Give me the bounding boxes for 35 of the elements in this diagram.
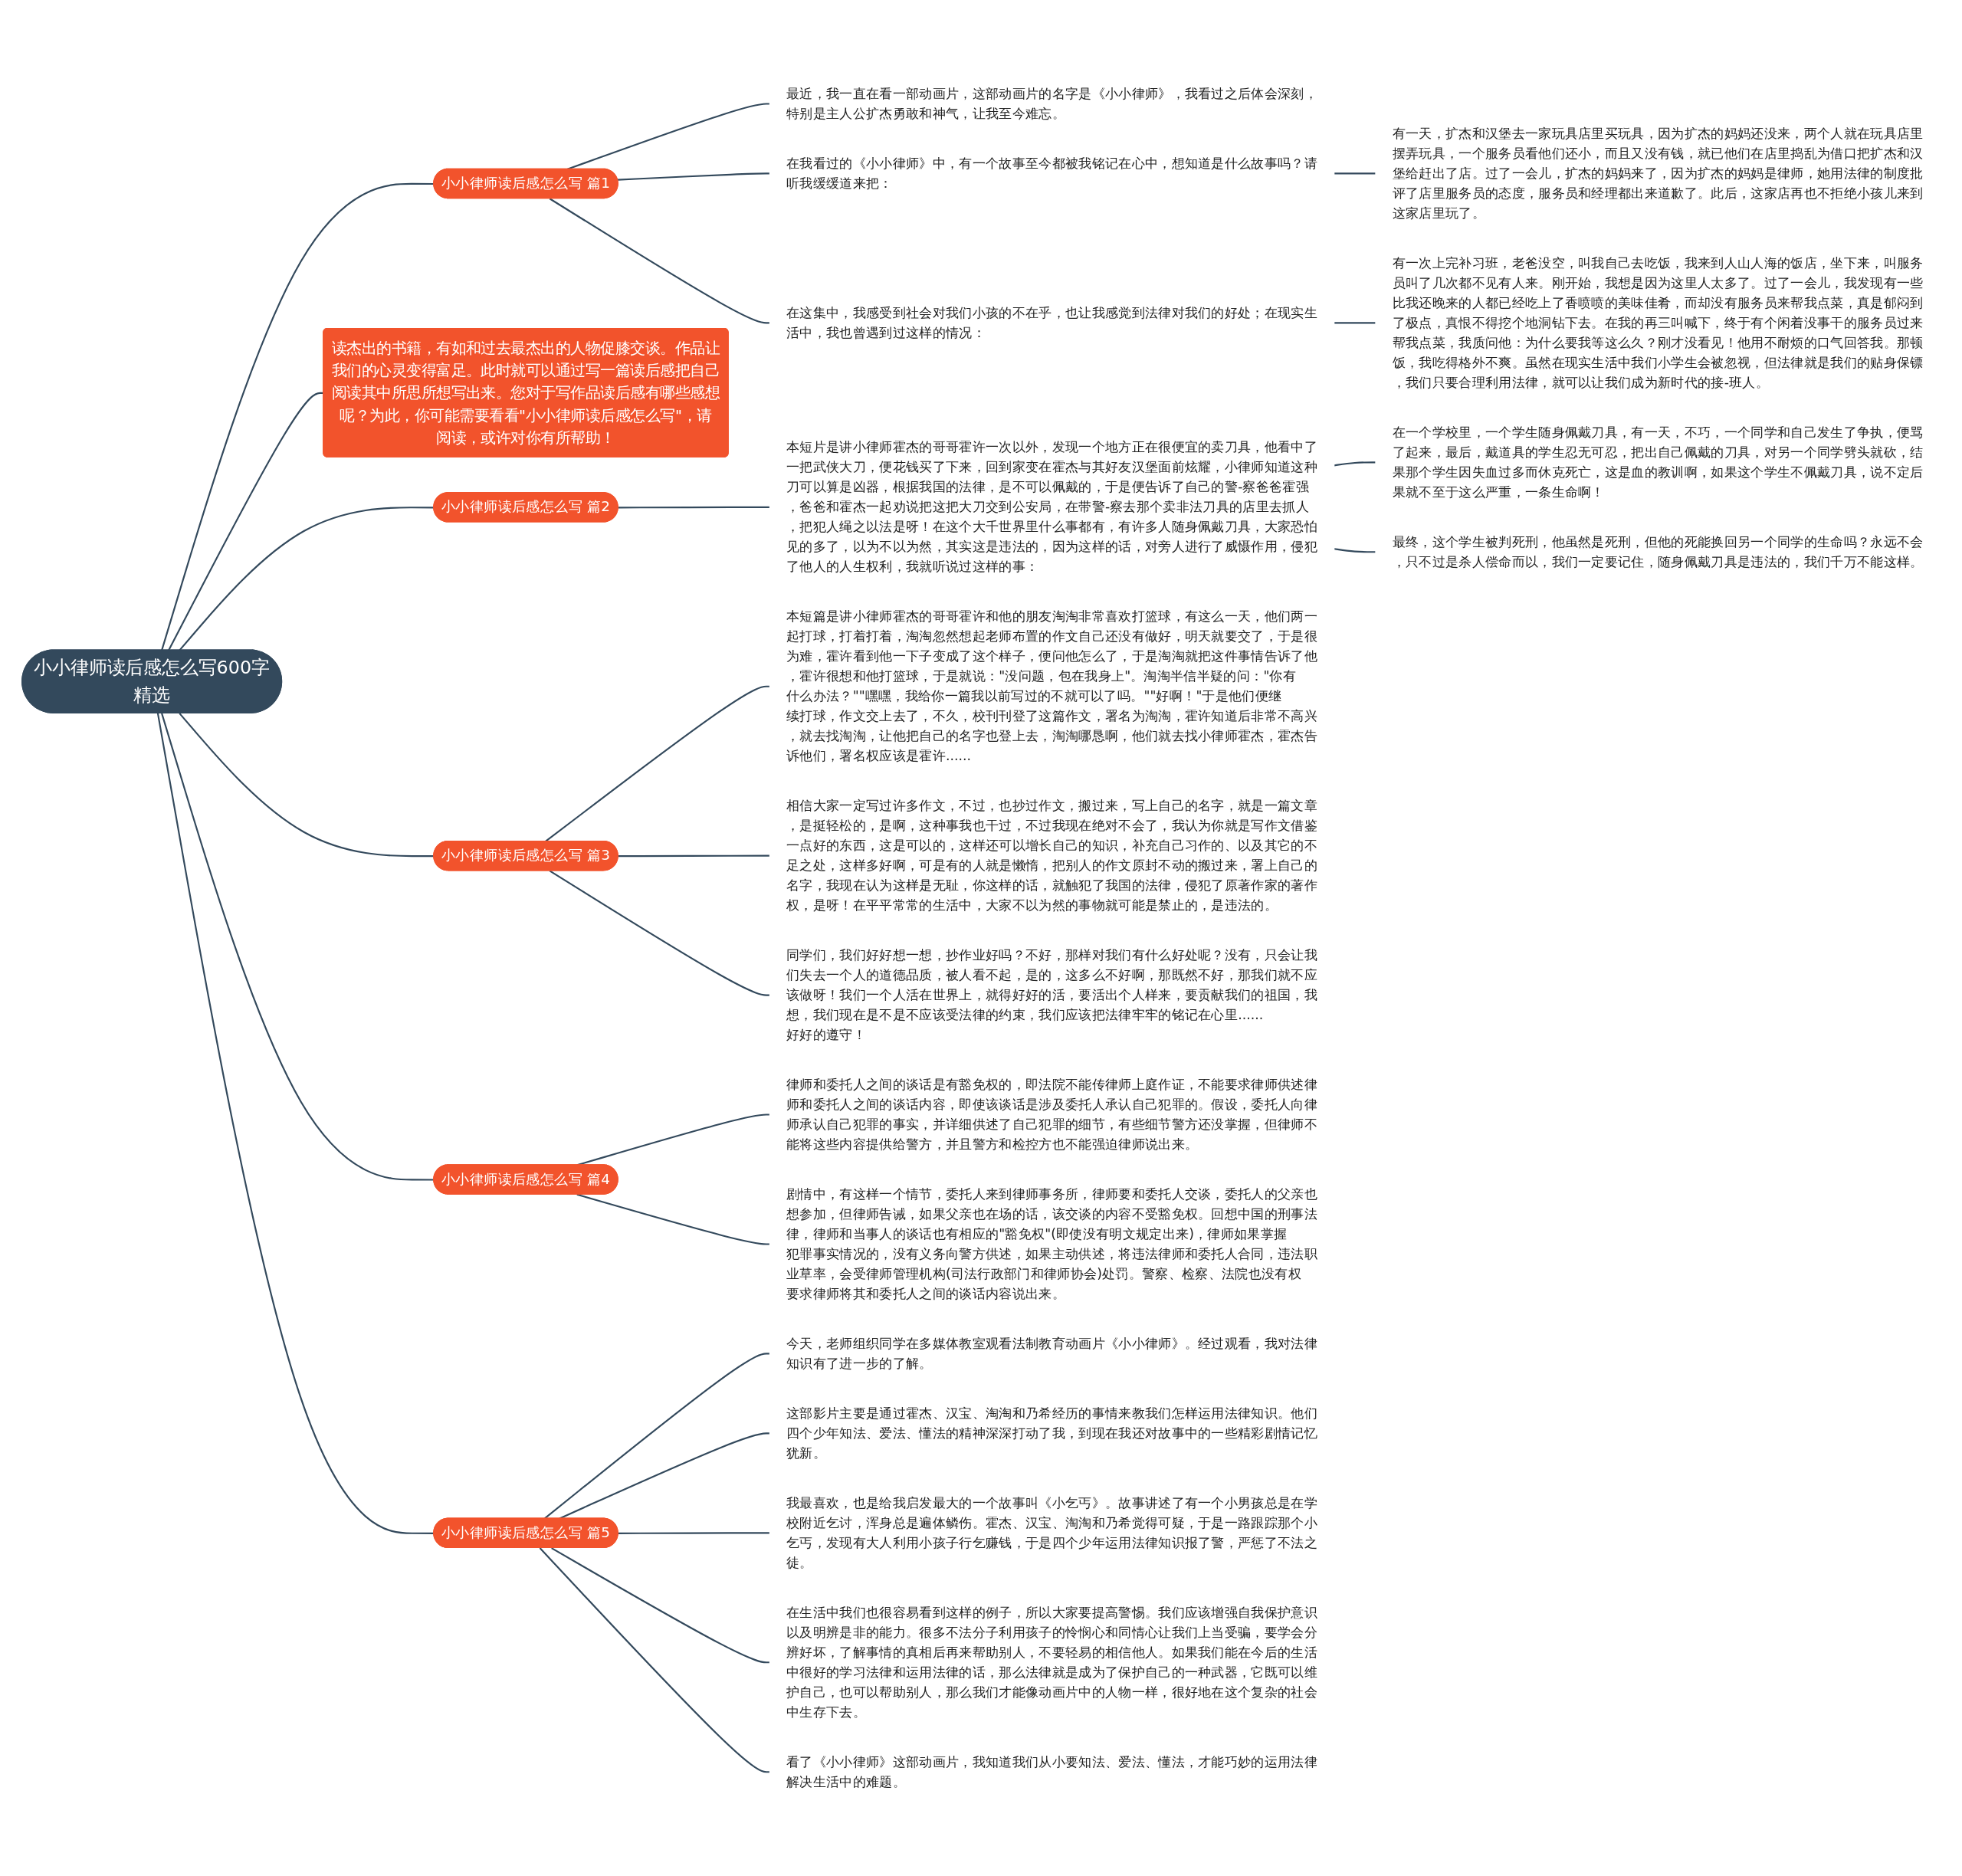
node-text: 本短篇是讲小律师霍杰的哥哥霍许和他的朋友淘淘非常喜欢打篮球，有这么一天，他们两一起打球，打着打着，淘淘忽然想起老师布置的作文自己还没有做好，明天就要交了，于是很为难，霍许看到他一下子变成了这个样子，便问他怎么了，于是淘淘就把这件事情告诉了他，霍许很想和他打篮球，于是就说："没问题，包在我身上"。淘淘半信半疑的问："你有什么办法？""嘿嘿，我给你一篇我以前写过的不就可以了吗。""好啊！"于是他们便继续打球，作文交上去了，不久，校刊刊登了这篇作文，署名为淘淘，霍许知道后非常不高兴，就去找淘淘，让他把自己的名字也登上去，淘淘哪恳啊，他们就去找小律师霍杰，霍杰告诉他们，署名权应该是霍许...... bbox=[786, 608, 1318, 764]
connector bbox=[1334, 548, 1376, 553]
node-text: 在生活中我们也很容易看到这样的例子，所以大家要提高警惕。我们应该增强自我保护意识以及明辨是非的能力。很多不法分子利用孩子的怜悯心和同情心让我们上当受骗，要学会分辨好坏，了解事情的真相后再来帮助别人，不要轻易的相信他人。如果我们能在今后的生活中很好的学习法律和运用法律的话，那么法律就是成为了保护自己的一种武器，它既可以维护自己，也可以帮助别人，那么我们才能像动画片中的人物一样，很好地在这个复杂的社会中生存下去。 bbox=[786, 1604, 1318, 1720]
connector bbox=[551, 1547, 770, 1664]
connector bbox=[1334, 322, 1376, 324]
node-text: 最近，我一直在看一部动画片，这部动画片的名字是《小小律师》，我看过之后体会深刻，特别是主人公扩杰勇敢和神气，让我至今难忘。 bbox=[786, 85, 1318, 122]
connector bbox=[1334, 461, 1376, 467]
node-text: 有一次上完补习班，老爸没空，叫我自己去吃饭，我来到人山人海的饭店，坐下来，叫服务员叫了几次都不见有人来。刚开始，我想是因为这里人太多了。过了一会儿，我发现有一些比我还晚来的人都已经吃上了香喷喷的美味佳肴，而却没有服务员来帮我点菜，真是郁闷到了极点，真恨不得挖个地洞钻下去。在我的再三叫喊下，终于有个闲着没事干的服务员过来帮我点菜，我质问他：为什么要我等这么久？刚才没看见！他用不耐烦的口气回答我。那顿饭，我吃得格外不爽。虽然在现实生活中我们小学生会被忽视，但法律就是我们的贴身保镖，我们只要合理利用法律，就可以让我们成为新时代的接-班人。 bbox=[1392, 254, 1924, 391]
node-text: 有一天，扩杰和汉堡去一家玩具店里买玩具，因为扩杰的妈妈还没来，两个人就在玩具店里摆弄玩具，一个服务员看他们还小，而且又没有钱，就已他们在店里捣乱为借口把扩杰和汉堡给赶出了店。过了一会儿，扩杰的妈妈来了，因为扩杰的妈妈是律师，她用法律的制度批评了店里服务员的态度，服务员和经理都出来道歉了。此后，这家店再也不拒绝小孩儿来到这家店里玩了。 bbox=[1392, 125, 1924, 221]
node-text: 在这集中，我感受到社会对我们小孩的不在乎，也让我感觉到法律对我们的好处；在现实生活中，我也曾遇到过这样的情况： bbox=[786, 304, 1318, 341]
connector bbox=[617, 172, 770, 181]
connector bbox=[549, 870, 770, 996]
node-text: 最终，这个学生被判死刑，他虽然是死刑，但他的死能换回另一个同学的生命吗？永远不会，只不过是杀人偿命而以，我们一定要记住，随身佩戴刀具是违法的，我们千万不能这样。 bbox=[1392, 533, 1924, 570]
connector bbox=[1334, 172, 1376, 175]
node-text: 相信大家一定写过许多作文，不过，也抄过作文，搬过来，写上自己的名字，就是一篇文章，是挺轻松的，是啊，这种事我也干过，不过我现在绝对不会了，我认为你就是写作文借鉴一点好的东西，这是可以的，这样还可以增长自己的知识，补充自己习作的、以及其它的不足之处，这样多好啊，可是有的人就是懒惰，把别人的作文原封不动的搬过来，署上自己的名字，我现在认为这样是无耻，你这样的话，就触犯了我国的法律，侵犯了原著作家的著作权，是呀！在平平常常的生活中，大家不以为然的事物就可能是禁止的，是违法的。 bbox=[786, 797, 1318, 913]
node-text: 我最喜欢，也是给我启发最大的一个故事叫《小乞丐》。故事讲述了有一个小男孩总是在学校附近乞讨，浑身总是遍体鳞伤。霍杰、汉宝、淘淘和乃希觉得可疑，于是一路跟踪那个小乞丐，发现有大人利用小孩子行乞赚钱，于是四个少年运用法律知识报了警，严惩了不法之徒。 bbox=[786, 1494, 1318, 1571]
node-text: 剧情中，有这样一个情节，委托人来到律师事务所，律师要和委托人交谈，委托人的父亲也想参加，但律师告诫，如果父亲也在场的话，该交谈的内容不受豁免权。回想中国的刑事法律，律师和当事人的谈话也有相应的"豁免权"(即使没有明文规定出来)，律师如果掌握犯罪事实情况的，没有义务向警方供述，如果主动供述，将违法律师和委托人合同，违法职业草率，会受律师管理机构(司法行政部门和律师协会)处罚。警察、检察、法院也没有权要求律师将其和委托人之间的谈话内容说出来。 bbox=[786, 1186, 1318, 1302]
connector bbox=[539, 1547, 770, 1773]
connector bbox=[543, 1353, 770, 1520]
connector bbox=[618, 506, 770, 509]
node-text: 同学们，我们好好想一想，抄作业好吗？不好，那样对我们有什么好处呢？没有，只会让我们失去一个人的道德品质，被人看不起，是的，这多么不好啊，那既然不好，那我们就不应该做呀！我们一个人活在世界上，就得好好的活，要活出个人样来，要贡献我们的祖国，我想，我们现在是不是不应该受法律的约束，我们应该把法律牢牢的铭记在心里......好好的遵守！ bbox=[786, 946, 1318, 1043]
connector bbox=[618, 854, 770, 858]
node-text: 本短片是讲小律师霍杰的哥哥霍许一次以外，发现一个地方正在很便宜的卖刀具，他看中了一把武侠大刀，便花钱买了下来，回到家变在霍杰与其好友汉堡面前炫耀，小律师知道这种刀可以算是凶器，根据我国的法律，是不可以佩戴的，于是便告诉了自己的警-察爸爸霍强，爸爸和霍杰一起劝说把这把大刀交到公安局，在带警-察去那个卖非法刀具的店里去抓人，把犯人绳之以法是呀！在这个大千世界里什么事都有，有许多人随身佩戴刀具，大家恐怕见的多了，以为不以为然，其实这是违法的，因为这样的话，对旁人进行了威慑作用，侵犯了他人的人生权利，我就听说过这样的事： bbox=[786, 439, 1318, 575]
node-text: 今天，老师组织同学在多媒体教室观看法制教育动画片《小小律师》。经过观看，我对法律知识有了进一步的了解。 bbox=[786, 1335, 1318, 1372]
connector bbox=[618, 1532, 770, 1535]
connector bbox=[549, 198, 770, 324]
connector bbox=[576, 1193, 770, 1245]
node-text: 在一个学校里，一个学生随身佩戴刀具，有一天，不巧，一个同学和自己发生了争执，便骂了起来，最后，戴道具的学生忍无可忍，把出自己佩戴的刀具，对另一个同学劈头就砍，结果那个学生因失血过多而休克死亡，这是血的教训啊，如果这个学生不佩戴刀具，说不定后果就不至于这么严重，一条生命啊！ bbox=[1392, 424, 1924, 500]
connector bbox=[559, 1432, 770, 1520]
connector bbox=[545, 685, 770, 842]
node-text: 在我看过的《小小律师》中，有一个故事至今都被我铭记在心中，想知道是什么故事吗？请听我缓缓道来把： bbox=[786, 155, 1318, 192]
node-text: 看了《小小律师》这部动画片，我知道我们从小要知法、爱法、懂法，才能巧妙的运用法律解决生活中的难题。 bbox=[786, 1753, 1318, 1790]
node-text: 律师和委托人之间的谈话是有豁免权的，即法院不能传律师上庭作证，不能要求律师供述律师和委托人之间的谈话内容，即使该谈话是涉及委托人承认自己犯罪的。假设，委托人向律师承认自己犯罪的事实，并详细供述了自己犯罪的细节，有些细节警方还没掌握，但律师不能将这些内容提供给警方，并且警方和检控方也不能强迫律师说出来。 bbox=[786, 1076, 1318, 1153]
connector bbox=[567, 103, 770, 170]
node-text: 这部影片主要是通过霍杰、汉宝、淘淘和乃希经历的事情来教我们怎样运用法律知识。他们四个少年知法、爱法、懂法的精神深深打动了我，到现在我还对故事中的一些精彩剧情记忆犹新。 bbox=[786, 1405, 1318, 1461]
